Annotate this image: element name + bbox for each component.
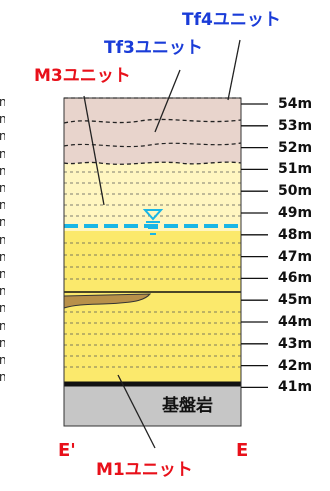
elevation-label: 48m — [278, 226, 313, 243]
elevation-label: 53m — [278, 117, 313, 134]
section-edge-e: E — [236, 440, 249, 461]
section-edge-e-prime: E' — [58, 440, 76, 461]
elevation-label: 50m — [278, 183, 313, 200]
water-table-symbol-icon — [142, 209, 164, 235]
tf3-layer — [64, 120, 241, 165]
tf4-layer — [64, 98, 241, 120]
elevation-label: 42m — [278, 357, 313, 374]
clipped-text-stub: n — [0, 96, 5, 108]
elevation-label: 51m — [278, 161, 313, 178]
m1-layer — [64, 231, 241, 383]
clipped-text-stub: n — [0, 216, 5, 229]
clipped-text-stub: n — [0, 233, 5, 246]
clipped-text-stub: n — [0, 130, 5, 143]
elevation-label: 54m — [278, 96, 313, 112]
tf4-unit-label: Tf4ユニット — [182, 10, 281, 30]
elevation-label: 41m — [278, 379, 313, 396]
tf3-unit-label: Tf3ユニット — [104, 38, 203, 58]
tf3-leader — [154, 69, 181, 133]
clipped-text-stub: n — [0, 182, 5, 194]
clipped-text-stub: n — [0, 250, 5, 263]
elevation-label: 43m — [278, 335, 313, 352]
m1-unit-label: M1ユニット — [96, 460, 193, 480]
clipped-text-stub: n — [0, 371, 5, 384]
elevation-label: 44m — [278, 314, 313, 330]
clay-lens — [63, 293, 152, 309]
bedrock-layer — [64, 386, 241, 426]
clipped-text-stub: n — [0, 199, 5, 212]
clipped-text-stub: n — [0, 319, 5, 332]
m1-leader — [117, 374, 156, 449]
m3-layer — [64, 162, 241, 231]
tf4-leader — [227, 39, 241, 101]
clipped-text-stub: n — [0, 336, 5, 349]
clipped-text-stub: n — [0, 354, 5, 366]
clipped-text-stub: n — [0, 113, 5, 126]
elevation-label: 47m — [278, 248, 313, 265]
m3-unit-label: M3ユニット — [34, 66, 131, 86]
bedrock-label: 基盤岩 — [162, 396, 213, 416]
elevation-label: 45m — [278, 292, 313, 309]
elevation-label: 52m — [278, 139, 313, 156]
elevation-label: 49m — [278, 205, 313, 221]
clipped-text-stub: n — [0, 302, 5, 315]
clipped-text-stub: n — [0, 164, 5, 177]
elevation-label: 46m — [278, 270, 313, 287]
clipped-text-stub: n — [0, 147, 5, 160]
clipped-text-stub: n — [0, 268, 5, 280]
m3-leader — [83, 95, 105, 206]
clipped-text-stub: n — [0, 285, 5, 298]
